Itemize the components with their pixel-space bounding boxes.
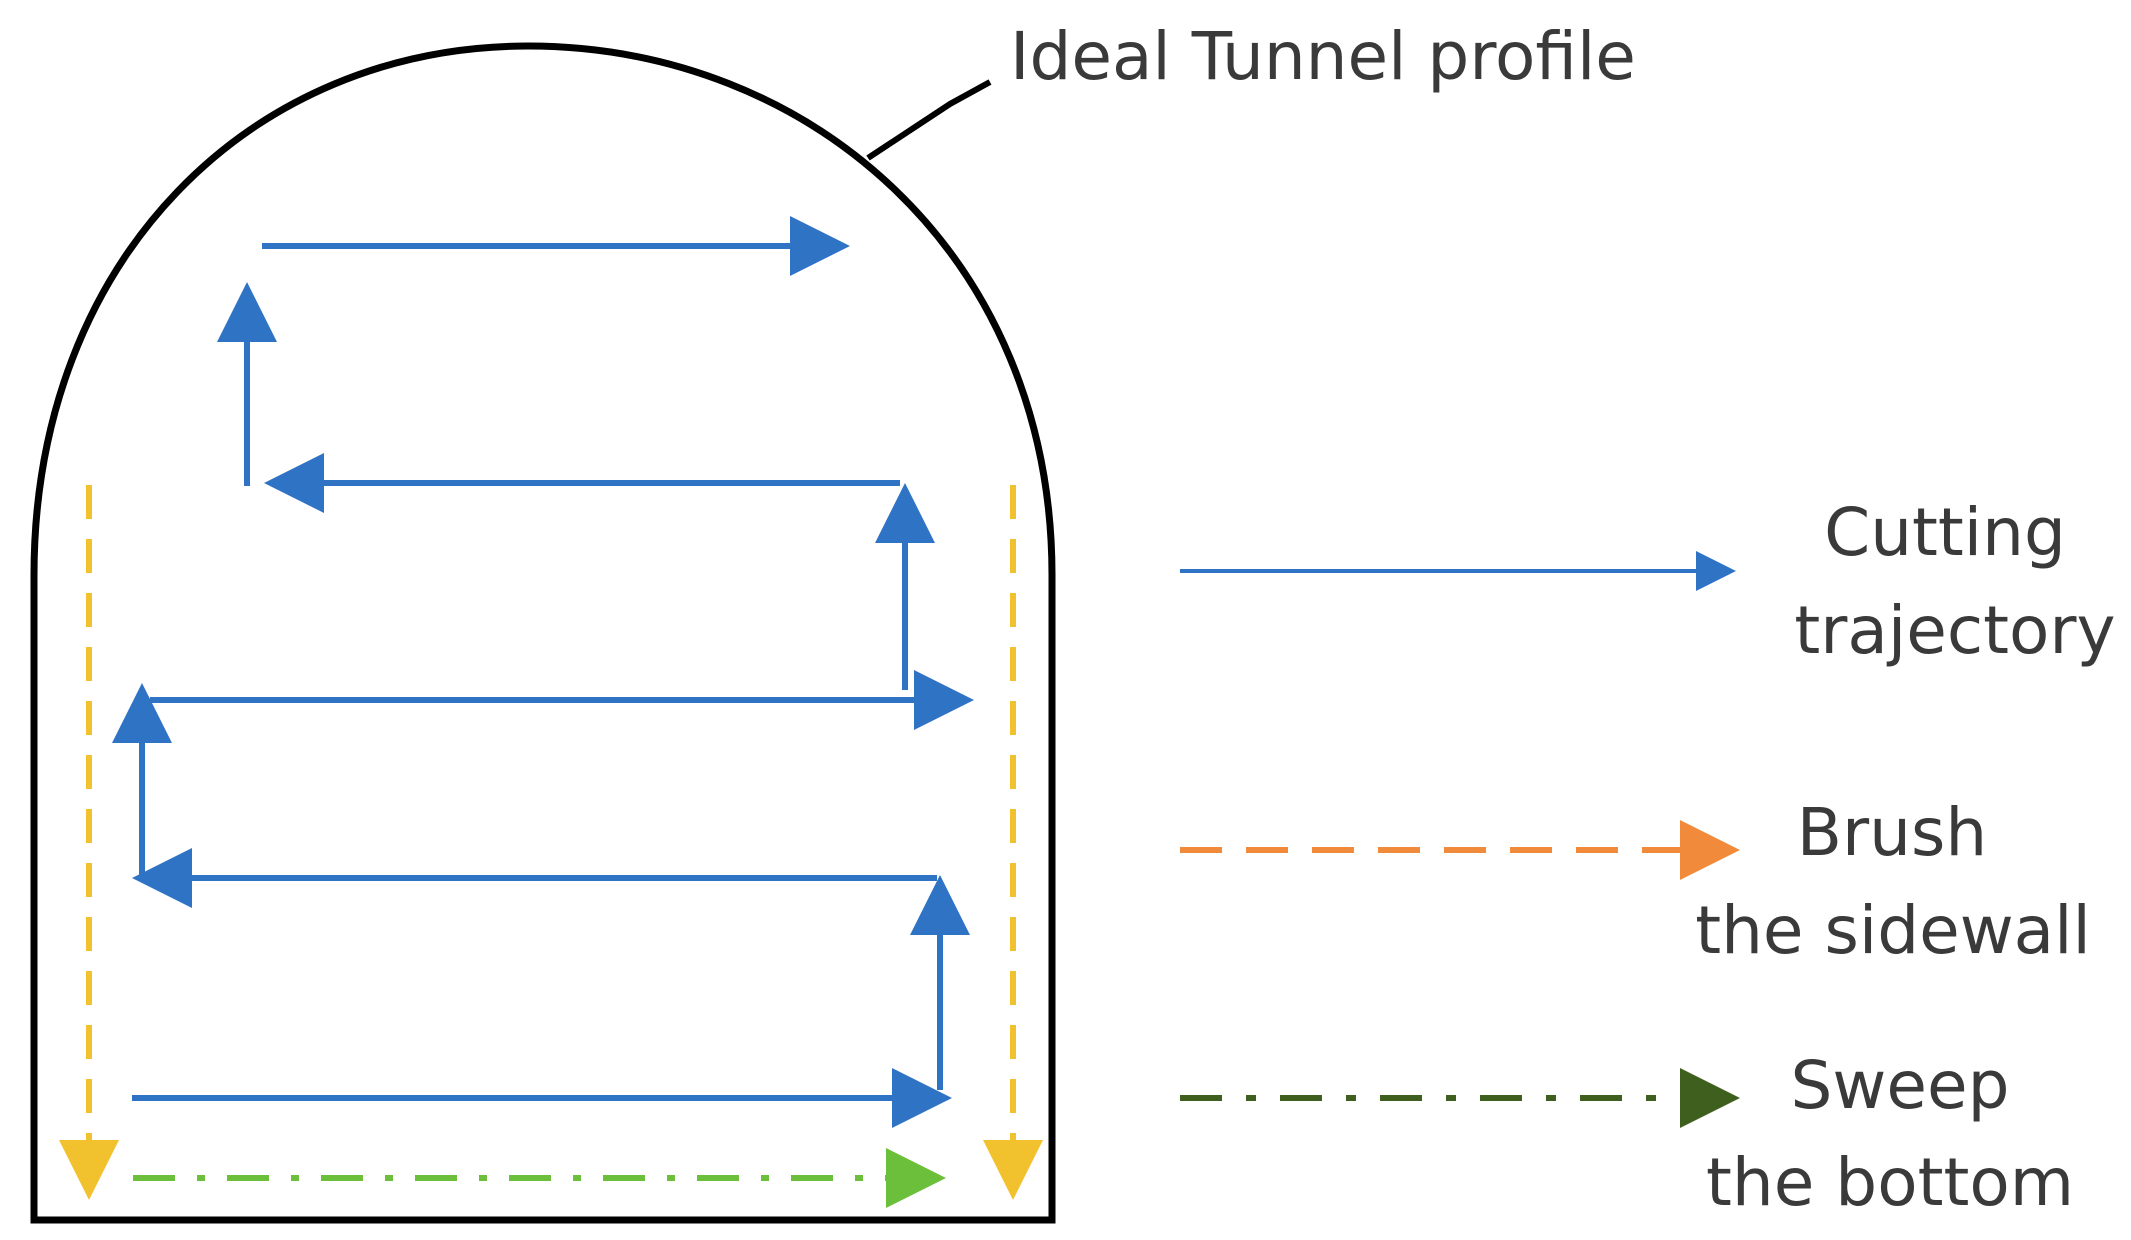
legend-sweep-line2: the bottom <box>1706 1144 2074 1221</box>
legend-brush-line1: Brush <box>1796 794 1988 871</box>
profile-label: Ideal Tunnel profile <box>1010 18 1636 95</box>
legend-cutting-line2: trajectory <box>1794 592 2116 669</box>
tunnel-profile-outline <box>30 42 1056 1224</box>
legend-cutting-line1: Cutting <box>1824 494 2066 571</box>
cutting-trajectory-paths <box>112 216 974 1128</box>
legend-sweep-line1: Sweep <box>1790 1047 2010 1124</box>
profile-leader-line <box>866 79 992 161</box>
legend-brush-line2: the sidewall <box>1695 892 2091 969</box>
